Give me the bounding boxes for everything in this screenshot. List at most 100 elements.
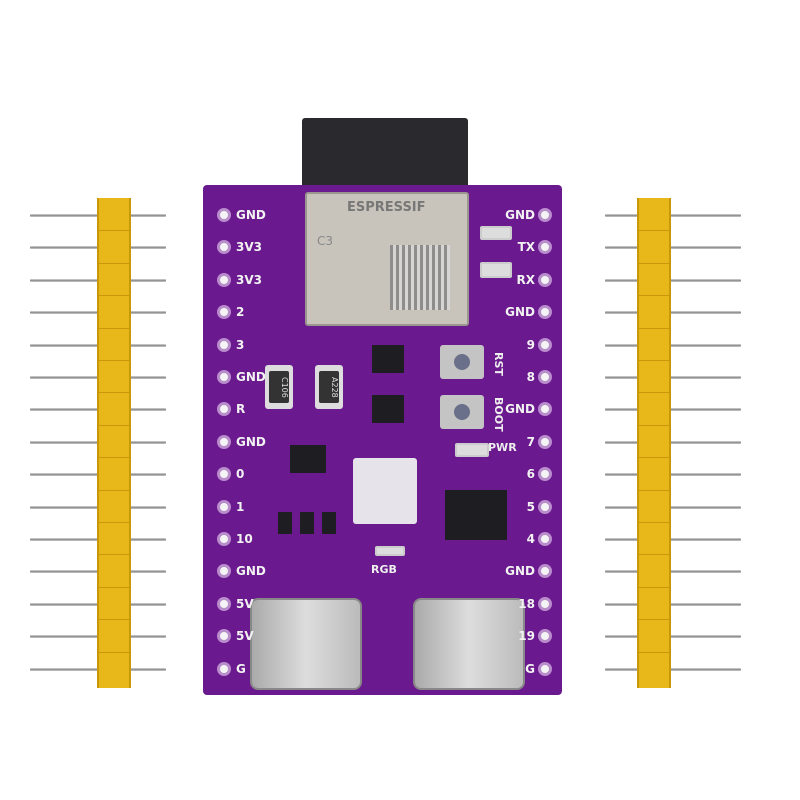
pin-pad[interactable] xyxy=(217,402,231,417)
boot-label: BOOT xyxy=(492,397,505,432)
header-segment xyxy=(99,360,129,361)
pin-pad[interactable] xyxy=(217,596,231,611)
header-pin xyxy=(605,278,741,282)
header-pin xyxy=(605,473,741,477)
power-led xyxy=(455,443,489,457)
pin-label: GND xyxy=(505,208,535,222)
pin-label: 19 xyxy=(518,629,535,644)
header-segment xyxy=(99,424,129,426)
rst-button[interactable] xyxy=(440,345,484,379)
pin-pad[interactable] xyxy=(538,305,552,320)
pin-pad[interactable] xyxy=(217,434,231,449)
pin-pad[interactable] xyxy=(217,370,231,384)
header-segment xyxy=(639,554,669,556)
pin-pad[interactable] xyxy=(217,272,231,287)
pin-label: G xyxy=(236,661,246,676)
pin-pad[interactable] xyxy=(217,532,231,546)
pin-label: GND xyxy=(236,564,266,579)
header-segment xyxy=(99,392,129,394)
header-segment xyxy=(639,522,669,523)
capacitor-1: C106 xyxy=(265,365,293,409)
capacitor-2: A228 xyxy=(315,365,343,409)
header-segment xyxy=(99,489,129,491)
pin-pad[interactable] xyxy=(217,629,231,644)
pin-pad[interactable] xyxy=(538,208,552,222)
module-marking: C3 xyxy=(317,234,334,248)
header-pin xyxy=(605,538,741,541)
pin-label: 7 xyxy=(526,434,535,449)
header-segment xyxy=(99,457,129,459)
pin-pad[interactable] xyxy=(538,532,552,546)
usb-c-port-1[interactable] xyxy=(250,598,362,690)
pin-label: 10 xyxy=(236,532,253,546)
header-segment xyxy=(639,424,669,426)
diode-3 xyxy=(322,512,336,534)
pin-label: GND xyxy=(236,370,266,384)
pin-label: R xyxy=(236,402,246,417)
boot-button[interactable] xyxy=(440,395,484,429)
pin-pad[interactable] xyxy=(538,272,552,287)
header-pin xyxy=(605,376,741,379)
header-segment xyxy=(99,295,129,297)
diode-2 xyxy=(300,512,314,534)
usb-c-port-2[interactable] xyxy=(413,598,525,690)
header-pin xyxy=(605,667,741,671)
usb-serial-chip xyxy=(445,490,507,540)
pin-pad[interactable] xyxy=(217,499,231,514)
pin-pad[interactable] xyxy=(538,370,552,384)
pin-label: 2 xyxy=(236,305,245,320)
pin-header-right xyxy=(637,198,671,688)
pin-pad[interactable] xyxy=(538,596,552,611)
pin-pad[interactable] xyxy=(538,499,552,514)
pin-label: 5V xyxy=(236,596,254,611)
header-segment xyxy=(639,619,669,621)
rgb-resistor xyxy=(375,546,405,556)
pin-pad[interactable] xyxy=(217,337,231,352)
header-pin xyxy=(605,602,741,606)
header-segment xyxy=(639,230,669,232)
pin-label: TX xyxy=(517,240,535,255)
header-pin xyxy=(605,246,741,250)
pwr-label: PWR xyxy=(488,441,517,454)
header-segment xyxy=(639,262,669,264)
transistor-1 xyxy=(372,345,404,373)
pin-label: RX xyxy=(516,272,536,287)
pin-pad[interactable] xyxy=(538,467,552,482)
header-segment xyxy=(99,651,129,653)
pin-label: GND xyxy=(505,564,535,579)
pin-pad[interactable] xyxy=(538,661,552,676)
pin-header-left xyxy=(97,198,131,688)
header-pin xyxy=(605,505,741,509)
pin-label: 3V3 xyxy=(236,272,262,287)
pin-pad[interactable] xyxy=(217,661,231,676)
pin-pad[interactable] xyxy=(538,434,552,449)
pin-pad[interactable] xyxy=(217,240,231,255)
pin-label: 5V xyxy=(236,629,254,644)
pin-pad[interactable] xyxy=(538,337,552,352)
module-antenna xyxy=(302,118,468,196)
header-pin xyxy=(605,570,741,574)
pin-pad[interactable] xyxy=(538,402,552,417)
pin-pad[interactable] xyxy=(538,564,552,579)
pin-label: 3 xyxy=(236,337,245,352)
rx-led xyxy=(480,262,512,278)
pin-label: GND xyxy=(505,305,535,320)
pin-pad[interactable] xyxy=(217,208,231,222)
pin-pad[interactable] xyxy=(217,564,231,579)
header-segment xyxy=(639,586,669,588)
header-segment xyxy=(99,619,129,621)
module-brand: ESPRESSIF xyxy=(347,200,426,215)
header-pin xyxy=(605,311,741,315)
header-segment xyxy=(99,327,129,329)
pin-pad[interactable] xyxy=(538,240,552,255)
pin-label: GND xyxy=(505,402,535,417)
pin-pad[interactable] xyxy=(217,467,231,482)
pin-pad[interactable] xyxy=(217,305,231,320)
pin-label: GND xyxy=(236,434,266,449)
header-segment xyxy=(99,262,129,264)
header-segment xyxy=(639,489,669,491)
rgb-label: RGB xyxy=(371,563,397,576)
pin-pad[interactable] xyxy=(538,629,552,644)
pin-label: GND xyxy=(236,208,266,222)
header-pin xyxy=(605,635,741,639)
